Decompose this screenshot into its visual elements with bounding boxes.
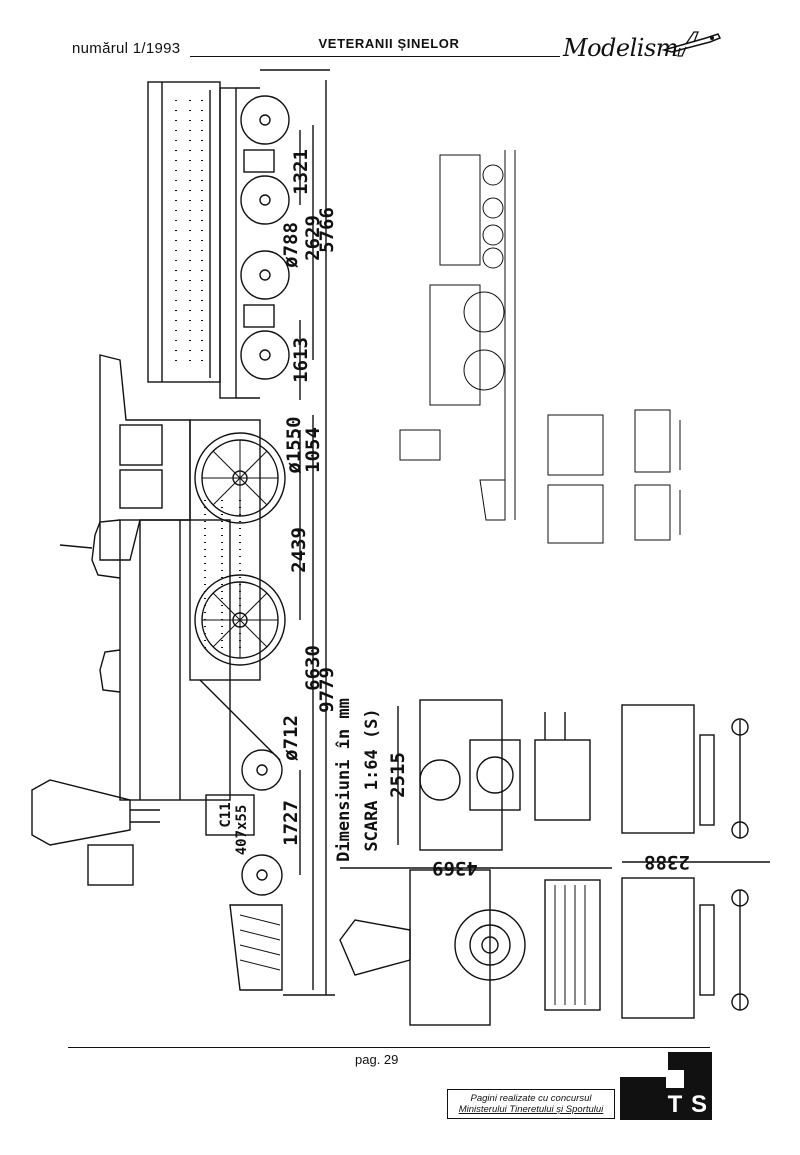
scale-label: SCARA 1:64 (S) [362,708,382,851]
units-label: Dimensiuni în mm [334,698,354,862]
cab [99,354,191,561]
pilot-wheel [241,749,283,791]
dim-2515: 2515 [387,752,409,798]
cowcatcher [229,904,283,991]
thumbnail-drawing [399,150,681,544]
logo-letter-t: T [668,1091,683,1118]
page-number: pag. 29 [355,1052,399,1067]
dim-788: ø788 [280,222,302,268]
dim-1054: 1054 [302,427,324,473]
tender-body [147,81,221,383]
dim-2629: 2629 [302,215,324,261]
dim-2439: 2439 [288,527,310,573]
dim-5766: 5766 [316,207,338,253]
rear-view [339,867,612,1026]
airplane-icon [661,31,722,57]
sponsor-line-1: Pagini realizate cu concursul [470,1093,592,1104]
smokestack [31,779,131,846]
plate-number: C11 [218,802,234,827]
footer-rule [68,1047,710,1048]
logo-letter-s: S [691,1091,707,1118]
dim-712: ø712 [280,715,302,761]
dim-1727: 1727 [280,800,302,846]
page-header: numărul 1/1993 VETERANII ȘINELOR Modelis… [0,0,800,70]
issue-number: numărul 1/1993 [72,40,181,57]
boiler [119,519,231,801]
brand-logo: Modelism [563,34,679,62]
dim-1613: 1613 [290,337,312,383]
dim-4369: 4369 [432,857,478,879]
locomotive-drawing: 1321 ø788 2629 5766 1613 ø1550 1054 2439… [31,69,770,1026]
driving-wheels [194,432,286,666]
tender-end-views [621,704,770,1019]
tender-wheels [240,95,290,380]
dim-2388: 2388 [644,851,690,873]
section-title: VETERANII ȘINELOR [300,36,478,51]
sponsor-line-2: Ministerului Tineretului și Sportului [458,1104,604,1115]
plate-sub: 407x55 [234,805,250,856]
sand-dome [99,649,121,693]
front-view [397,699,591,851]
mts-logo: T S [620,1052,712,1120]
dim-1550: ø1550 [283,416,305,473]
dim-1321: 1321 [290,149,312,195]
steam-dome [91,519,121,579]
headlight [87,844,134,886]
dim-9779: 9779 [316,667,338,713]
sponsor-box: Pagini realizate cu concursul Ministerul… [447,1089,615,1119]
header-rule [190,56,560,57]
dim-6630: 6630 [302,645,324,691]
